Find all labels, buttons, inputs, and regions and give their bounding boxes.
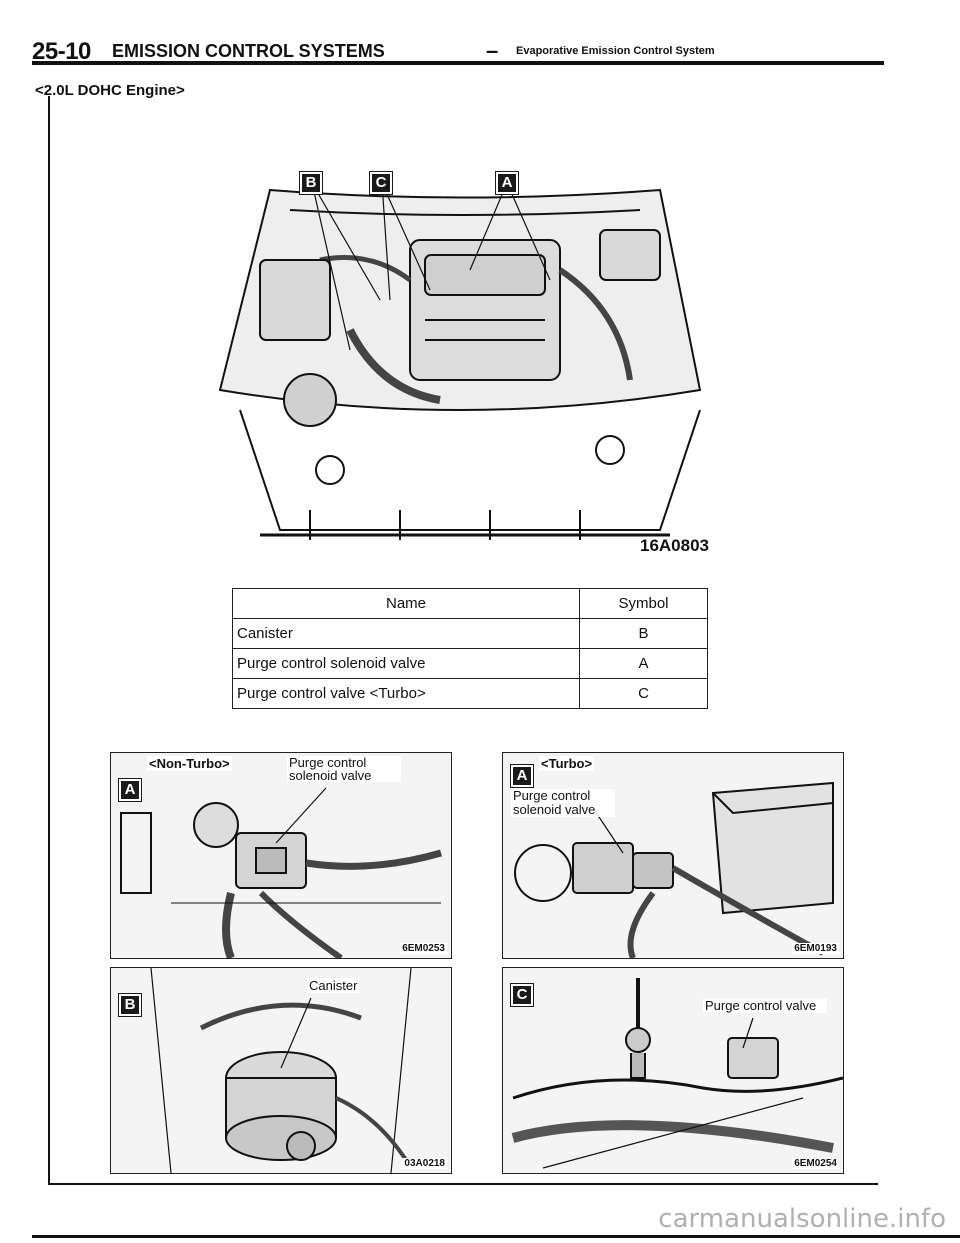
figure-code: 03A0218 [402,1158,447,1169]
component-label: Purge control valve [703,998,827,1013]
left-margin-rule [48,96,50,1184]
part-symbol: A [579,648,708,679]
callout-badge: A [496,172,518,194]
engine-label: <2.0L DOHC Engine> [35,82,185,99]
detail-figure-purge-valve: C Purge control valve 6EM0254 [502,967,844,1174]
bottom-rule [48,1183,878,1185]
page-number: 25-10 [32,38,91,65]
parts-table: Name Symbol Canister B Purge control sol… [232,588,708,709]
table-row: Purge control solenoid valve A [232,648,708,679]
part-name: Purge control valve <Turbo> [232,678,580,709]
callout-badge: B [300,172,322,194]
part-symbol: B [579,618,708,649]
variant-label: <Non-Turbo> [147,756,232,771]
detail-figure-solenoid-turbo: A <Turbo> Purge control solenoid valve 6… [502,752,844,959]
detail-figure-canister: B Canister 03A0218 [110,967,452,1174]
purge-valve-illustration [511,978,843,1169]
component-label: Canister [307,978,360,993]
section-title: EMISSION CONTROL SYSTEMS [112,41,385,61]
canister-illustration [150,968,413,1173]
column-header-symbol: Symbol [579,588,708,619]
header-rule [32,61,884,65]
engine-bay-illustration [218,182,702,540]
detail-figure-solenoid-nonturbo: A <Non-Turbo> Purge control solenoid val… [110,752,452,959]
figure-code: 16A0803 [640,536,710,555]
part-name: Canister [232,618,580,649]
part-symbol: C [579,678,708,709]
solenoid-valve-illustration [120,787,442,958]
table-header-row: Name Symbol [232,588,708,619]
component-label: Purge control solenoid valve [511,789,615,817]
component-label: Purge control solenoid valve [287,756,401,782]
title-separator: – [486,38,499,63]
footer-rule [32,1235,960,1238]
callout-badge: C [370,172,392,194]
table-row: Canister B [232,618,708,649]
figure-code: 6EM0193 [792,943,839,954]
column-header-name: Name [232,588,580,619]
table-row: Purge control valve <Turbo> C [232,678,708,709]
watermark-text: carmanualsonline.info [658,1204,946,1234]
subsection-title: Evaporative Emission Control System [516,45,715,57]
part-name: Purge control solenoid valve [232,648,580,679]
variant-label: <Turbo> [539,756,595,771]
figure-badge: C [511,984,533,1006]
figure-code: 6EM0254 [792,1158,839,1169]
figure-badge: A [119,779,141,801]
figure-badge: A [511,765,533,787]
engine-bay-figure: B C A 16A0803 [200,150,720,570]
solenoid-valve-turbo-illustration [514,781,834,958]
figure-code: 6EM0253 [400,943,447,954]
figure-badge: B [119,994,141,1016]
